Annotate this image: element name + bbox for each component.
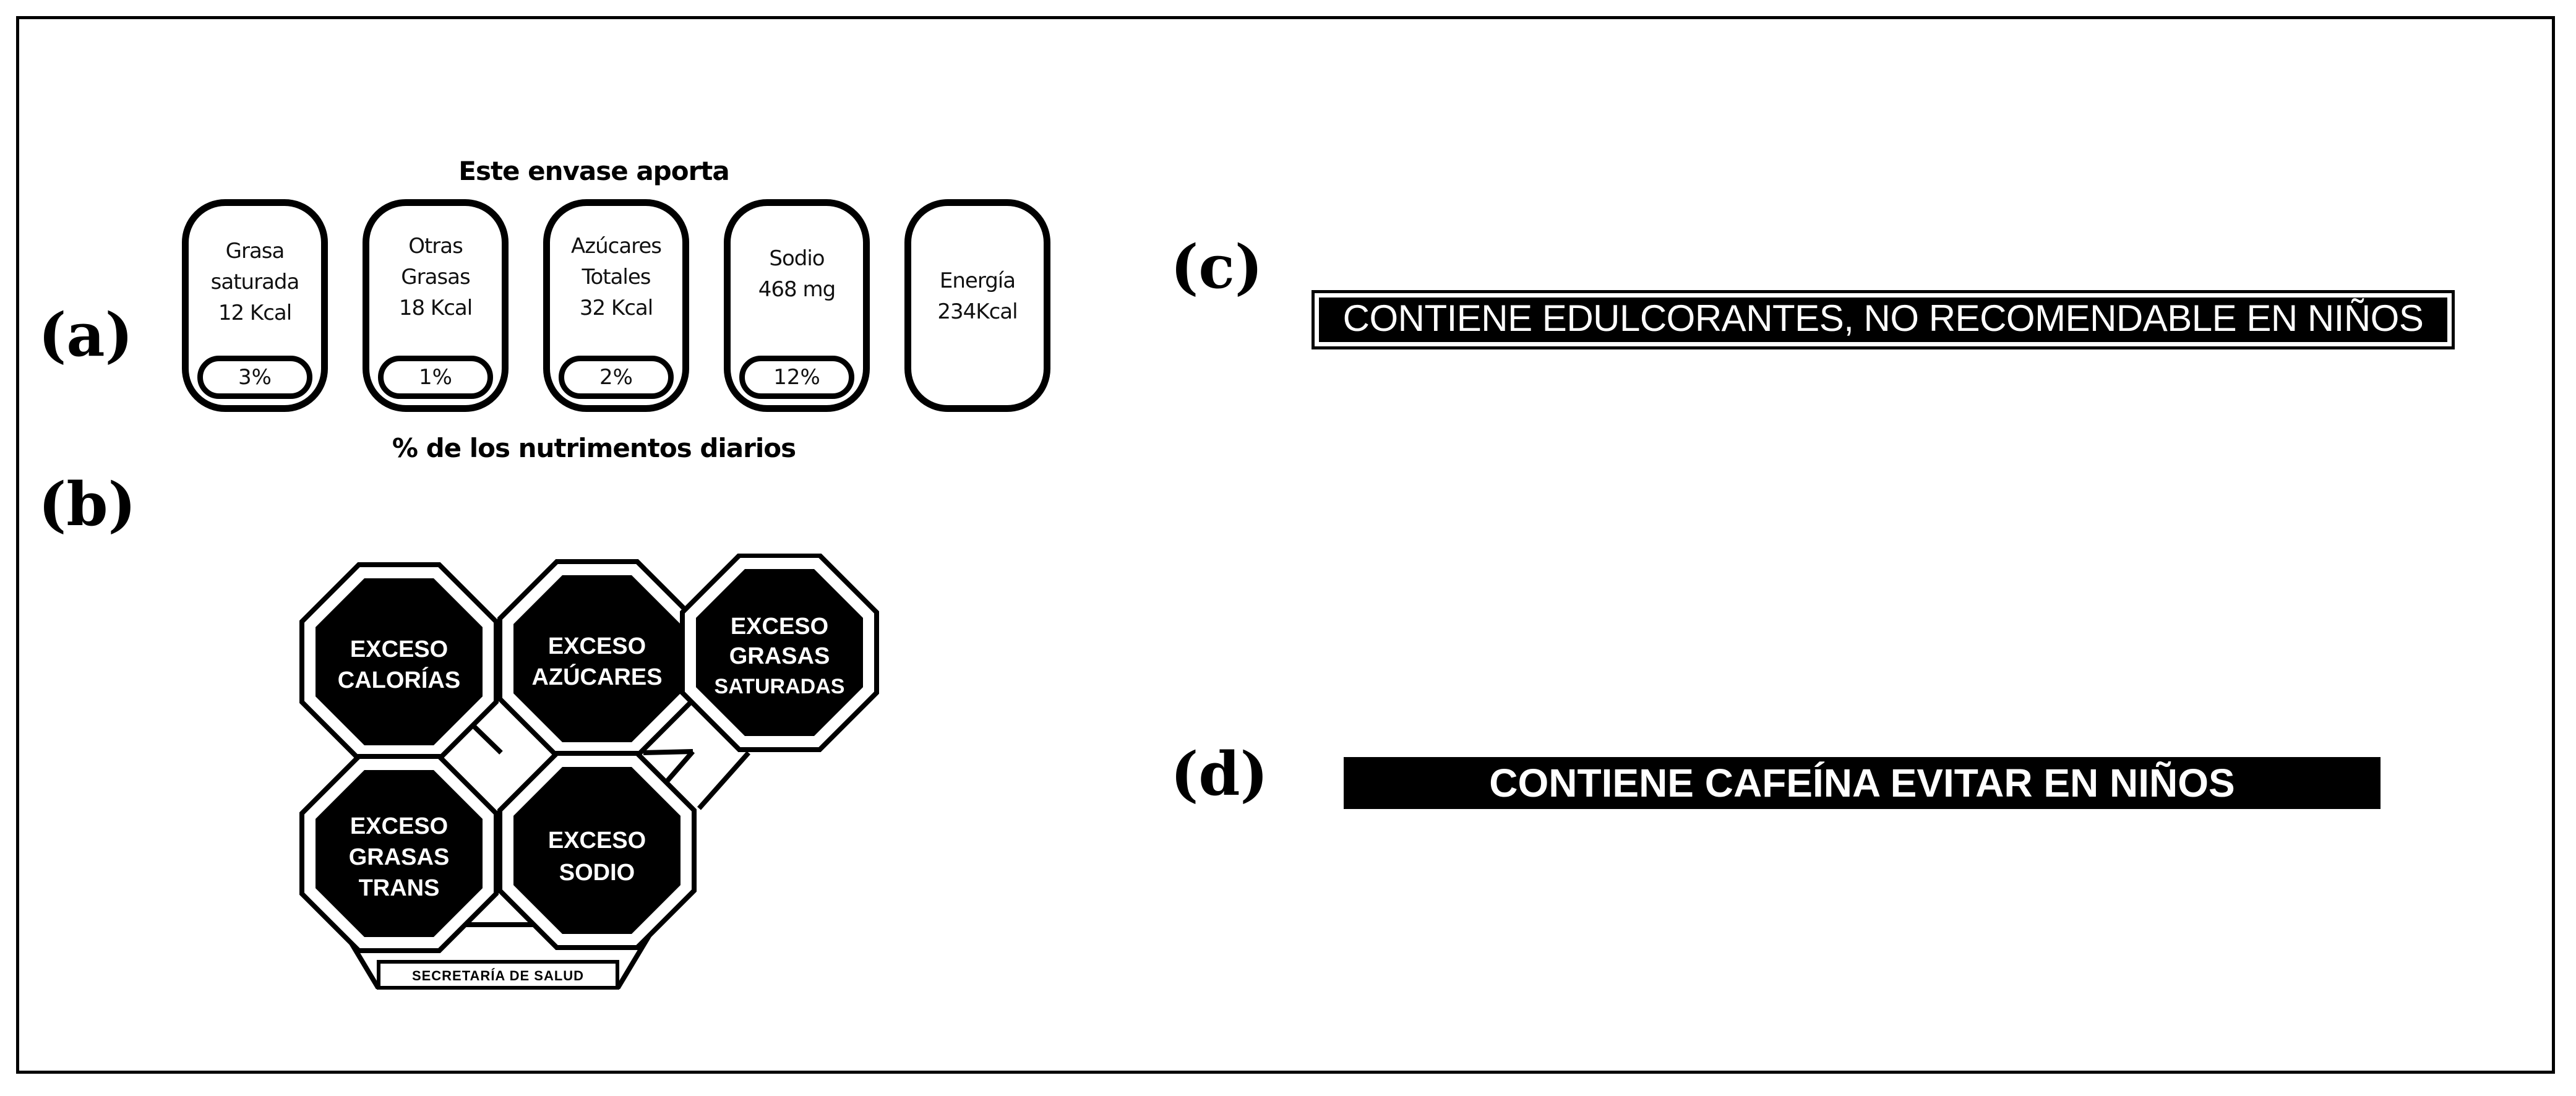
seal-text-line: EXCESO bbox=[350, 636, 448, 662]
seal-excess-calories: EXCESO CALORÍAS bbox=[299, 562, 499, 761]
svg-text:EXCESO: EXCESO bbox=[548, 633, 646, 659]
gda-card-label: Sodio 468 mg bbox=[731, 243, 863, 305]
seal-excess-saturated-fats: EXCESO GRASAS SATURADAS bbox=[680, 554, 879, 752]
gda-card-saturated-fat: Grasa saturada 12 Kcal 3% bbox=[182, 199, 328, 412]
warning-sweeteners: CONTIENE EDULCORANTES, NO RECOMENDABLE E… bbox=[1312, 290, 2455, 349]
gda-card-label: Energía 234Kcal bbox=[911, 265, 1044, 327]
seal-text-line: EXCESO bbox=[548, 828, 646, 854]
seal-text-line: TRANS bbox=[359, 875, 440, 901]
seal-excess-sodium: EXCESO SODIO bbox=[497, 751, 697, 950]
seal-text-line: EXCESO bbox=[731, 614, 828, 640]
seal-text-line: SODIO bbox=[559, 860, 635, 886]
seal-excess-sugars: EXCESO AZÚCARES bbox=[497, 559, 697, 758]
gda-card-other-fats: Otras Grasas 18 Kcal 1% bbox=[363, 199, 509, 412]
gda-line: 468 mg bbox=[758, 277, 836, 302]
svg-text:CALORÍAS: CALORÍAS bbox=[338, 666, 460, 693]
svg-text:EXCESO: EXCESO bbox=[548, 828, 646, 854]
gda-card-label: Grasa saturada 12 Kcal bbox=[189, 236, 321, 328]
gda-card-label: Otras Grasas 18 Kcal bbox=[369, 231, 502, 323]
seal-text-line: SATURADAS bbox=[715, 675, 845, 698]
seal-text-line: GRASAS bbox=[729, 643, 830, 669]
gda-line: 234Kcal bbox=[937, 299, 1018, 324]
panel-label-d: (d) bbox=[1170, 739, 1268, 809]
gda-footer: % de los nutrimentos diarios bbox=[392, 433, 796, 463]
seal-text-line: AZÚCARES bbox=[531, 663, 662, 690]
seal-excess-trans-fats: EXCESO GRASAS TRANS bbox=[299, 754, 499, 953]
gda-percent: 12% bbox=[739, 356, 854, 399]
svg-text:TRANS: TRANS bbox=[359, 875, 440, 901]
gda-card-label: Azúcares Totales 32 Kcal bbox=[550, 231, 682, 323]
seal-issuer-box bbox=[377, 960, 619, 990]
gda-line: Totales bbox=[582, 265, 651, 289]
gda-line: Energía bbox=[939, 268, 1016, 293]
svg-text:SODIO: SODIO bbox=[559, 860, 635, 886]
gda-line: 12 Kcal bbox=[218, 301, 292, 325]
svg-text:AZÚCARES: AZÚCARES bbox=[531, 663, 662, 690]
gda-header: Este envase aporta bbox=[458, 156, 729, 186]
gda-card-energy: Energía 234Kcal bbox=[904, 199, 1050, 412]
gda-card-total-sugars: Azúcares Totales 32 Kcal 2% bbox=[543, 199, 689, 412]
svg-text:EXCESO: EXCESO bbox=[350, 636, 448, 662]
gda-line: Otras bbox=[408, 234, 463, 259]
panel-label-a: (a) bbox=[38, 300, 134, 370]
gda-line: Sodio bbox=[769, 246, 825, 271]
octagon-seals: SECRETARÍA DE SALUD EXCESO CALORÍAS EXCE… bbox=[299, 554, 879, 990]
panel-label-c: (c) bbox=[1170, 232, 1263, 302]
seal-text-line: GRASAS bbox=[349, 844, 450, 870]
svg-text:GRASAS: GRASAS bbox=[729, 643, 830, 669]
warning-sweeteners-text: CONTIENE EDULCORANTES, NO RECOMENDABLE E… bbox=[1319, 298, 2447, 342]
gda-percent: 2% bbox=[559, 356, 674, 399]
seal-text-line: EXCESO bbox=[548, 633, 646, 659]
gda-line: 18 Kcal bbox=[398, 296, 473, 320]
warning-caffeine: CONTIENE CAFEÍNA EVITAR EN NIÑOS bbox=[1344, 757, 2381, 809]
gda-line: Grasa bbox=[225, 239, 285, 263]
svg-text:GRASAS: GRASAS bbox=[349, 844, 450, 870]
seal-issuer: SECRETARÍA DE SALUD bbox=[412, 968, 584, 983]
seal-text-line: CALORÍAS bbox=[338, 666, 460, 693]
gda-percent: 1% bbox=[378, 356, 493, 399]
gda-line: saturada bbox=[210, 270, 300, 294]
panel-label-b: (b) bbox=[38, 469, 136, 539]
gda-percent: 3% bbox=[197, 356, 312, 399]
gda-line: Azúcares bbox=[570, 234, 662, 259]
gda-line: 32 Kcal bbox=[579, 296, 653, 320]
svg-text:SATURADAS: SATURADAS bbox=[715, 675, 845, 698]
svg-text:EXCESO: EXCESO bbox=[731, 614, 828, 640]
svg-text:EXCESO: EXCESO bbox=[350, 813, 448, 839]
seal-text-line: EXCESO bbox=[350, 813, 448, 839]
gda-line: Grasas bbox=[401, 265, 470, 289]
gda-card-sodium: Sodio 468 mg 12% bbox=[724, 199, 870, 412]
